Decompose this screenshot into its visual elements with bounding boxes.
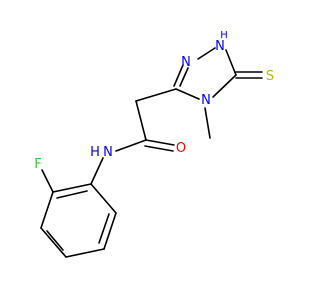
- bond-c3-n2-double: [179, 67, 189, 87]
- bond-n4-c3: [175, 88, 200, 100]
- bond-amide-n-aryl: [90, 157, 104, 185]
- bond-c-o-2: [144, 145, 174, 152]
- bond-n1-c5: [225, 49, 237, 76]
- bond-ch2-carbonyl: [135, 100, 147, 141]
- atom-s-thione: S: [266, 69, 274, 84]
- bond-c3-n2: [173, 64, 184, 87]
- atom-f: F: [34, 157, 41, 172]
- atom-n-methyl: N: [201, 93, 211, 108]
- bond-ar-6: [52, 183, 92, 193]
- atom-n-triazole-top: N: [181, 55, 191, 70]
- atom-n-amide: N: [103, 145, 113, 160]
- atom-n-triazole-nh: N: [215, 39, 225, 54]
- bond-c-f: [41, 169, 54, 193]
- bond-carbonyl-amide-n: [115, 139, 147, 152]
- bond-ar-2: [103, 212, 117, 250]
- atom-o-carbonyl: O: [176, 141, 186, 156]
- bond-n2-n1: [197, 47, 216, 60]
- bond-c-o-1: [145, 139, 175, 146]
- chemical-structure: N H N S N O H N F: [34, 30, 274, 258]
- triazole-ring: [173, 47, 237, 100]
- bond-ar-inner-1: [98, 213, 110, 244]
- benzene-ring: [40, 183, 117, 258]
- atom-h-triazole: H: [220, 30, 228, 41]
- atom-h-amide: H: [90, 145, 100, 160]
- bond-c3-ch2: [135, 88, 177, 102]
- bond-ar-inner-3: [56, 190, 88, 199]
- bond-ar-4: [40, 227, 67, 258]
- bond-ar-5: [40, 191, 54, 229]
- bond-c5-n4: [212, 74, 237, 98]
- bond-n4-methyl: [204, 107, 211, 139]
- bond-ar-inner-2: [46, 230, 64, 251]
- bond-ar-3: [65, 248, 105, 258]
- bond-ar-1: [90, 183, 117, 214]
